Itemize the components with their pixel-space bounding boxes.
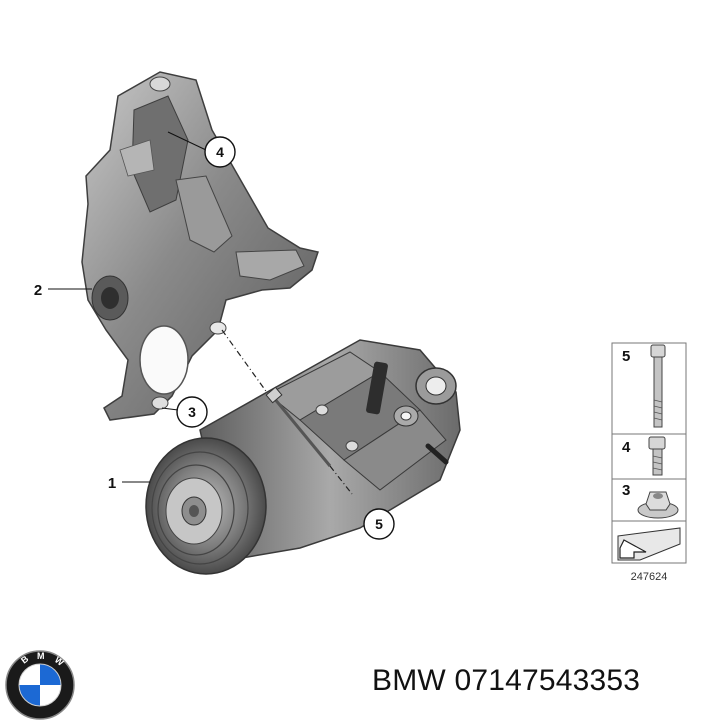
short-bolt-icon: [648, 436, 666, 476]
part-number-caption: BMW 07147543353: [372, 664, 641, 697]
legend-row-4-number: 4: [622, 439, 631, 456]
legend-row-5-number: 5: [622, 348, 630, 365]
callout-2-label: 2: [34, 282, 42, 299]
callout-1-label: 1: [108, 475, 116, 492]
callout-4-label: 4: [216, 144, 224, 160]
flange-nut-icon: [637, 491, 679, 519]
ac-compressor: [145, 339, 461, 575]
callout-1: 1: [108, 475, 150, 492]
callout-5-label: 5: [375, 516, 383, 532]
svg-text:M: M: [37, 651, 45, 661]
legend-row-5: 5: [622, 344, 666, 428]
diagram-reference-number: 247624: [631, 571, 668, 583]
parts-legend: 5 4 3 247624: [611, 342, 687, 583]
legend-row-4: 4: [622, 436, 666, 476]
callout-3-label: 3: [188, 404, 196, 420]
bracket: [81, 71, 319, 421]
callout-4: 4: [167, 131, 236, 168]
svg-text:B: B: [19, 653, 31, 665]
callout-3: 3: [161, 396, 208, 428]
long-bolt-icon: [650, 344, 666, 428]
direction-arrow-icon: [617, 527, 681, 561]
callout-5: 5: [363, 508, 395, 540]
legend-row-3-number: 3: [622, 482, 630, 499]
legend-row-3: 3: [622, 482, 679, 519]
bmw-logo: B M W: [5, 650, 75, 720]
callout-2: 2: [34, 282, 92, 299]
assembly-bolt: [221, 329, 353, 495]
